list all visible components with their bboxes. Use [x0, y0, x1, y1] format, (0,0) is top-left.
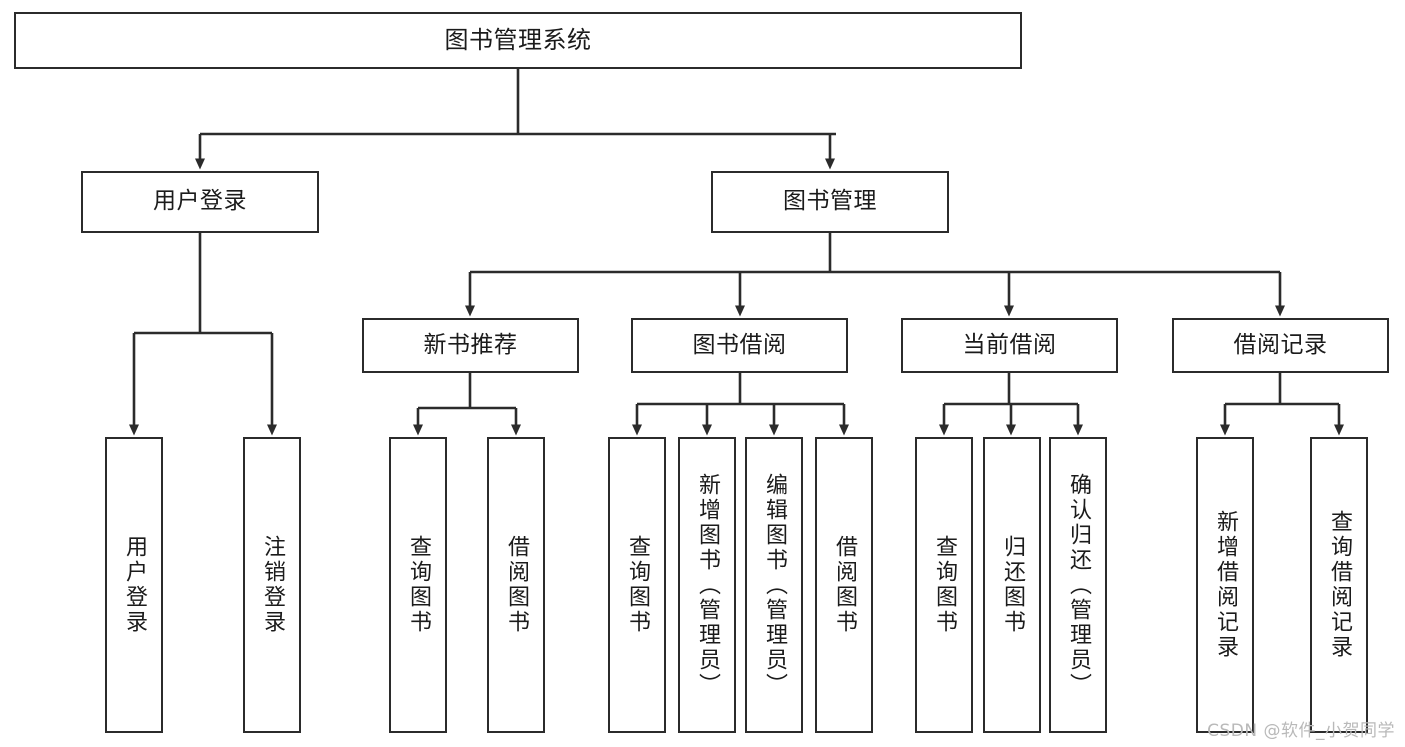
leaf-edit-book-admin[interactable]: 编辑图书（管理员） [745, 437, 803, 733]
leaf-label: 查询图书 [624, 535, 650, 635]
leaf-confirm-return-admin[interactable]: 确认归还（管理员） [1049, 437, 1107, 733]
leaf-borrow-book[interactable]: 借阅图书 [815, 437, 873, 733]
leaf-label: 借阅图书 [503, 535, 529, 635]
csdn-watermark: CSDN @软件_小贺同学 [1207, 721, 1395, 741]
leaf-label: 归还图书 [999, 535, 1025, 635]
node-book-management[interactable]: 图书管理 [711, 171, 949, 233]
node-book-borrow[interactable]: 图书借阅 [631, 318, 848, 373]
leaf-query-borrow-record[interactable]: 查询借阅记录 [1310, 437, 1368, 733]
node-borrow-record-label: 借阅记录 [1233, 331, 1328, 358]
leaf-label: 借阅图书 [831, 535, 857, 635]
node-borrow-record[interactable]: 借阅记录 [1172, 318, 1389, 373]
node-book-borrow-label: 图书借阅 [692, 331, 787, 358]
leaf-label: 编辑图书（管理员） [761, 472, 787, 698]
node-new-book-recommend-label: 新书推荐 [423, 331, 518, 358]
node-new-book-recommend[interactable]: 新书推荐 [362, 318, 579, 373]
leaf-user-login[interactable]: 用户登录 [105, 437, 163, 733]
leaf-logout[interactable]: 注销登录 [243, 437, 301, 733]
leaf-label: 新增借阅记录 [1212, 510, 1238, 660]
leaf-add-borrow-record[interactable]: 新增借阅记录 [1196, 437, 1254, 733]
leaf-label: 用户登录 [121, 535, 147, 635]
leaf-label: 新增图书（管理员） [694, 472, 720, 698]
node-root-label: 图书管理系统 [444, 26, 592, 55]
node-current-borrow[interactable]: 当前借阅 [901, 318, 1118, 373]
leaf-borrow-book-newbook[interactable]: 借阅图书 [487, 437, 545, 733]
leaf-label: 注销登录 [259, 535, 285, 635]
leaf-query-book-borrow[interactable]: 查询图书 [608, 437, 666, 733]
leaf-add-book-admin[interactable]: 新增图书（管理员） [678, 437, 736, 733]
leaf-label: 查询借阅记录 [1326, 510, 1352, 660]
node-user-login-label: 用户登录 [153, 188, 247, 215]
node-root-system[interactable]: 图书管理系统 [14, 12, 1022, 69]
leaf-label: 查询图书 [931, 535, 957, 635]
leaf-label: 确认归还（管理员） [1065, 472, 1091, 698]
node-book-management-label: 图书管理 [783, 188, 877, 215]
leaf-return-book[interactable]: 归还图书 [983, 437, 1041, 733]
leaf-query-book-newbook[interactable]: 查询图书 [389, 437, 447, 733]
node-current-borrow-label: 当前借阅 [962, 331, 1057, 358]
leaf-query-book-current[interactable]: 查询图书 [915, 437, 973, 733]
leaf-label: 查询图书 [405, 535, 431, 635]
node-user-login[interactable]: 用户登录 [81, 171, 319, 233]
